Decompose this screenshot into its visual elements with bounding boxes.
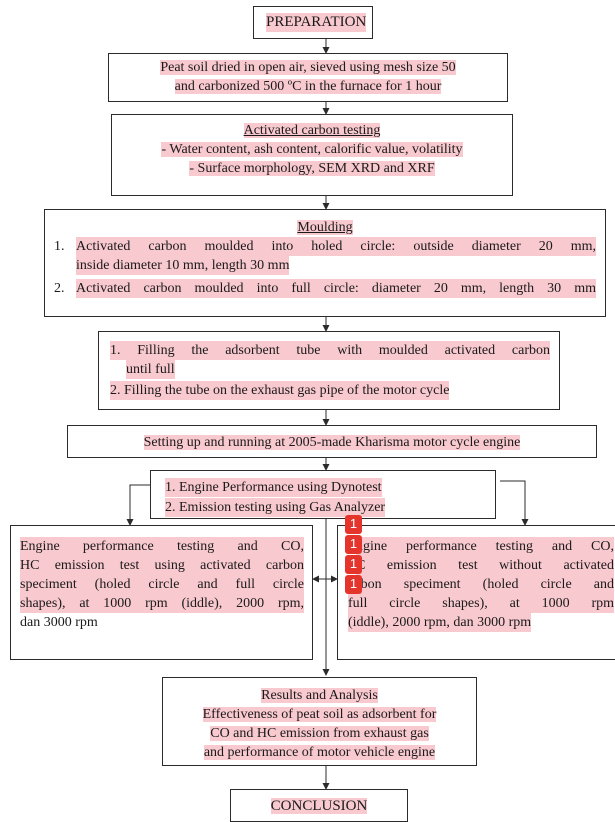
right-box-line-3: rbon speciment (holed circle and <box>356 575 614 594</box>
moulding-item-2-line-1: Activated carbon moulded into full circl… <box>76 279 596 298</box>
comment-marker-4[interactable]: 1 <box>345 575 362 594</box>
moulding-box: Moulding 1. Activated carbon moulded int… <box>44 209 606 317</box>
comment-marker-3[interactable]: 1 <box>345 555 362 574</box>
conclusion-label: CONCLUSION <box>270 798 368 814</box>
with-activated-carbon-box: Engine performance testing and CO, HC em… <box>10 525 313 660</box>
right-box-line-2: C emission test without activated <box>356 556 614 575</box>
tests-box: 1. Engine Performance using Dynotest 2. … <box>150 470 496 519</box>
results-line-2: Effectiveness of peat soil as adsorbent … <box>202 707 437 722</box>
comment-marker-1[interactable]: 1 <box>345 515 362 534</box>
filling-item-1-line-2: until full <box>126 360 175 379</box>
preparation-label: PREPARATION <box>266 13 367 32</box>
moulding-item-1-line-2: inside diameter 10 mm, length 30 mm <box>76 256 290 275</box>
peat-soil-line-2: and carbonized 500 ºC in the furnace for… <box>174 79 442 94</box>
preparation-box: PREPARATION <box>253 6 373 39</box>
left-box-line-5: dan 3000 rpm <box>20 615 98 630</box>
moulding-item-1-number: 1. <box>54 239 65 254</box>
peat-soil-line-1: Peat soil dried in open air, sieved usin… <box>160 60 456 75</box>
right-box-line-4: full circle shapes), at 1000 rpm <box>348 594 614 613</box>
left-box-line-2: HC emission test using activated carbon <box>20 556 304 575</box>
filling-box: 1. Filling the adsorbent tube with mould… <box>98 331 560 410</box>
results-box: Results and Analysis Effectiveness of pe… <box>162 677 477 766</box>
without-activated-carbon-box: ngine performance testing and CO, C emis… <box>337 525 615 660</box>
tests-item-2: 2. Emission testing using Gas Analyzer <box>165 498 386 517</box>
conclusion-box: CONCLUSION <box>230 789 408 822</box>
left-box-line-1: Engine performance testing and CO, <box>20 537 304 556</box>
right-box-line-1: ngine performance testing and CO, <box>356 537 614 556</box>
moulding-title: Moulding <box>297 220 353 235</box>
results-line-3: CO and HC emission from exhaust gas <box>210 726 429 741</box>
filling-item-2-line-1: 2. Filling the tube on the exhaust gas p… <box>110 381 450 400</box>
comment-marker-2[interactable]: 1 <box>345 535 362 554</box>
results-line-4: and performance of motor vehicle engine <box>203 745 436 760</box>
activated-carbon-testing-line-1: - Water content, ash content, calorific … <box>161 142 463 157</box>
tests-item-1: 1. Engine Performance using Dynotest <box>165 478 382 497</box>
setup-label: Setting up and running at 2005-made Khar… <box>143 435 521 450</box>
left-box-line-4: shapes), at 1000 rpm (iddle), 2000 rpm, <box>20 594 304 613</box>
moulding-item-2-number: 2. <box>54 281 65 296</box>
filling-item-1-line-1: 1. Filling the adsorbent tube with mould… <box>110 341 550 360</box>
activated-carbon-testing-line-2: - Surface morphology, SEM XRD and XRF <box>189 161 435 176</box>
setup-box: Setting up and running at 2005-made Khar… <box>67 425 597 458</box>
moulding-item-1-line-1: Activated carbon moulded into holed circ… <box>76 237 596 256</box>
right-box-line-5: (iddle), 2000 rpm, dan 3000 rpm <box>348 613 532 632</box>
activated-carbon-testing-title: Activated carbon testing <box>243 123 381 138</box>
left-box-line-3: speciment (holed circle and full circle <box>20 575 304 594</box>
results-title: Results and Analysis <box>261 688 378 703</box>
activated-carbon-testing-box: Activated carbon testing - Water content… <box>111 114 513 196</box>
peat-soil-step: Peat soil dried in open air, sieved usin… <box>108 53 508 102</box>
